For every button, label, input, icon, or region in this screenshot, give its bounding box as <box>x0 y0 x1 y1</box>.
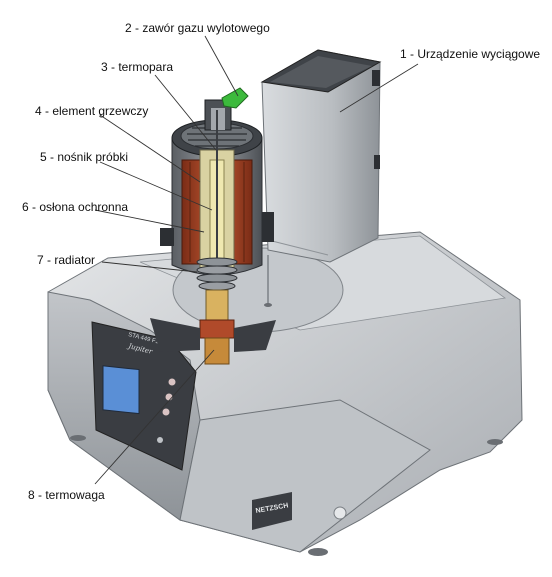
label-exhaust-device: 1 - Urządzenie wyciągowe <box>400 47 541 61</box>
panel-button[interactable] <box>157 437 163 443</box>
furnace-assembly <box>150 87 276 365</box>
label-thermobalance: 8 - termowaga <box>28 488 105 502</box>
exhaust-tower <box>260 49 382 307</box>
label-thermocouple: 3 - termopara <box>101 60 174 74</box>
leader-line-8 <box>94 349 215 485</box>
leader-line-2 <box>204 35 239 97</box>
leader-line-7 <box>101 261 198 273</box>
label-radiator: 7 - radiator <box>37 253 96 267</box>
leader-lines <box>94 35 419 485</box>
panel-button[interactable] <box>168 378 176 386</box>
panel-button[interactable] <box>165 393 173 401</box>
control-panel: STA 449 F1 Jupiter <box>91 321 197 471</box>
label-sample-carrier: 5 - nośnik próbki <box>40 150 129 164</box>
radiator <box>196 257 238 291</box>
label-heating-element: 4 - element grzewczy <box>35 104 149 118</box>
label-exhaust-gas-valve: 2 - zawór gazu wylotowego <box>125 21 270 35</box>
leader-line-3 <box>154 74 217 151</box>
exhaust-valve <box>221 87 249 109</box>
leader-line-1 <box>339 63 419 113</box>
display-screen <box>102 365 140 415</box>
leader-line-4 <box>99 114 201 183</box>
label-protective-shield: 6 - osłona ochronna <box>22 200 129 214</box>
panel-button[interactable] <box>162 408 170 416</box>
leader-line-6 <box>94 209 205 233</box>
leader-line-5 <box>99 161 213 211</box>
brand-plate: NETZSCH <box>252 492 292 530</box>
thermobalance-core <box>204 337 230 365</box>
